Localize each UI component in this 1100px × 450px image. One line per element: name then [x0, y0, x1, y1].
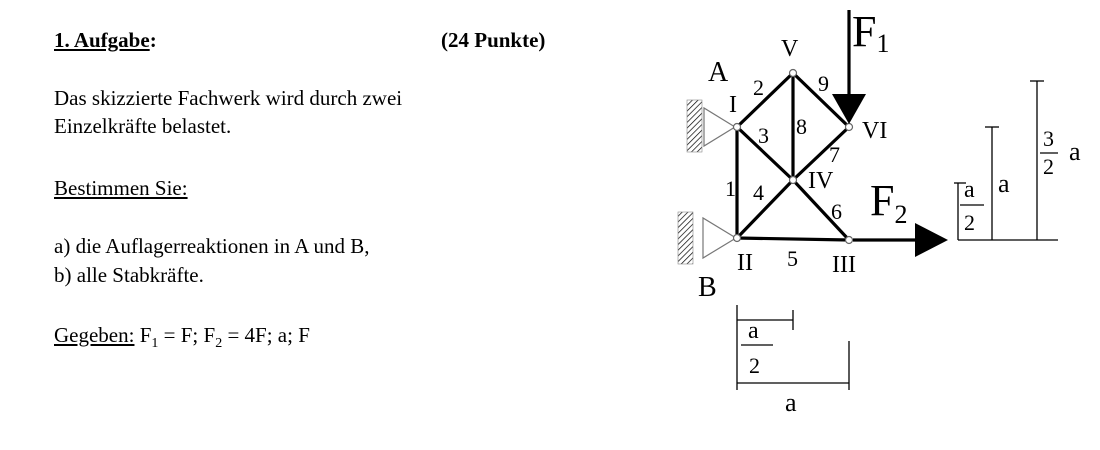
intro-line-1: Das skizzierte Fachwerk wird durch zwei [54, 86, 403, 110]
item-a: a) die Auflagerreaktionen in A und B, [54, 234, 370, 258]
member-5 [735, 236, 851, 242]
dim-v-half-denominator: 2 [964, 210, 975, 235]
given-f1-sub: 1 [151, 336, 159, 352]
given-f2-sub: 2 [215, 336, 223, 352]
joint-iv [788, 175, 798, 185]
task-points: (24 Punkte) [441, 28, 546, 52]
force-f2-label: F2 [870, 176, 907, 229]
force-f2-arrow [853, 223, 948, 257]
item-b: b) alle Stabkräfte. [54, 263, 204, 287]
dimension-vertical [954, 80, 1058, 241]
member-9 [791, 71, 851, 129]
node-label-iii: III [832, 252, 856, 278]
support-a-label: A [708, 57, 729, 88]
member-4 [735, 178, 795, 240]
joint-v [788, 68, 798, 78]
intro-line-2: Einzelkräfte belastet. [54, 114, 232, 138]
member-label-4: 4 [753, 180, 764, 205]
dim-half-a-denominator: 2 [749, 353, 760, 378]
given-f1-value: = F; [158, 323, 204, 347]
given-f2-value: = 4F; a; F [222, 323, 310, 347]
dim-v-half-numerator: a [964, 177, 975, 203]
task-heading-colon: : [149, 28, 157, 52]
node-label-ii: II [737, 250, 753, 276]
given-line: Gegeben: F1 = F; F2 = 4F; a; F [54, 322, 310, 357]
task-number: 1. Aufgabe [54, 28, 150, 52]
task-heading: 1. Aufgabe: [54, 27, 157, 54]
support-b-symbol [677, 211, 738, 265]
node-label-iv: IV [808, 168, 834, 194]
support-b-label: B [698, 272, 717, 303]
member-6 [791, 178, 851, 242]
member-label-5: 5 [787, 246, 798, 271]
member-label-6: 6 [831, 199, 842, 224]
dim-full-a: a [785, 388, 797, 417]
dim-v-three-half-a: a [1069, 137, 1081, 166]
force-f1-arrow [832, 10, 866, 124]
member-label-3: 3 [758, 123, 769, 148]
given-f2-symbol: F [203, 323, 216, 347]
joint-iii [844, 235, 854, 245]
support-a-symbol [686, 99, 737, 153]
joint-ii [732, 233, 742, 243]
joint-vi [844, 122, 854, 132]
node-label-i: I [729, 92, 737, 118]
member-3 [735, 125, 795, 182]
given-label: Gegeben: [54, 323, 135, 347]
member-label-7: 7 [829, 142, 840, 167]
dim-v-three-half-denominator: 2 [1043, 154, 1054, 179]
node-label-vi: VI [862, 118, 887, 144]
joint-i [732, 122, 742, 132]
member-2 [735, 71, 795, 129]
dim-half-a-numerator: a [748, 318, 759, 344]
force-f1-label: F1 [852, 7, 889, 58]
node-label-v: V [781, 36, 799, 62]
member-label-9: 9 [818, 71, 829, 96]
given-f1-symbol: F [139, 323, 152, 347]
member-label-1: 1 [725, 176, 736, 201]
determine-heading: Bestimmen Sie: [54, 176, 188, 200]
dim-v-full-a: a [998, 169, 1010, 198]
dim-v-three-half-numerator: 3 [1043, 126, 1054, 151]
member-label-8: 8 [796, 114, 807, 139]
dimension-horizontal [736, 305, 850, 390]
member-7 [791, 125, 851, 182]
member-label-2: 2 [753, 75, 764, 100]
